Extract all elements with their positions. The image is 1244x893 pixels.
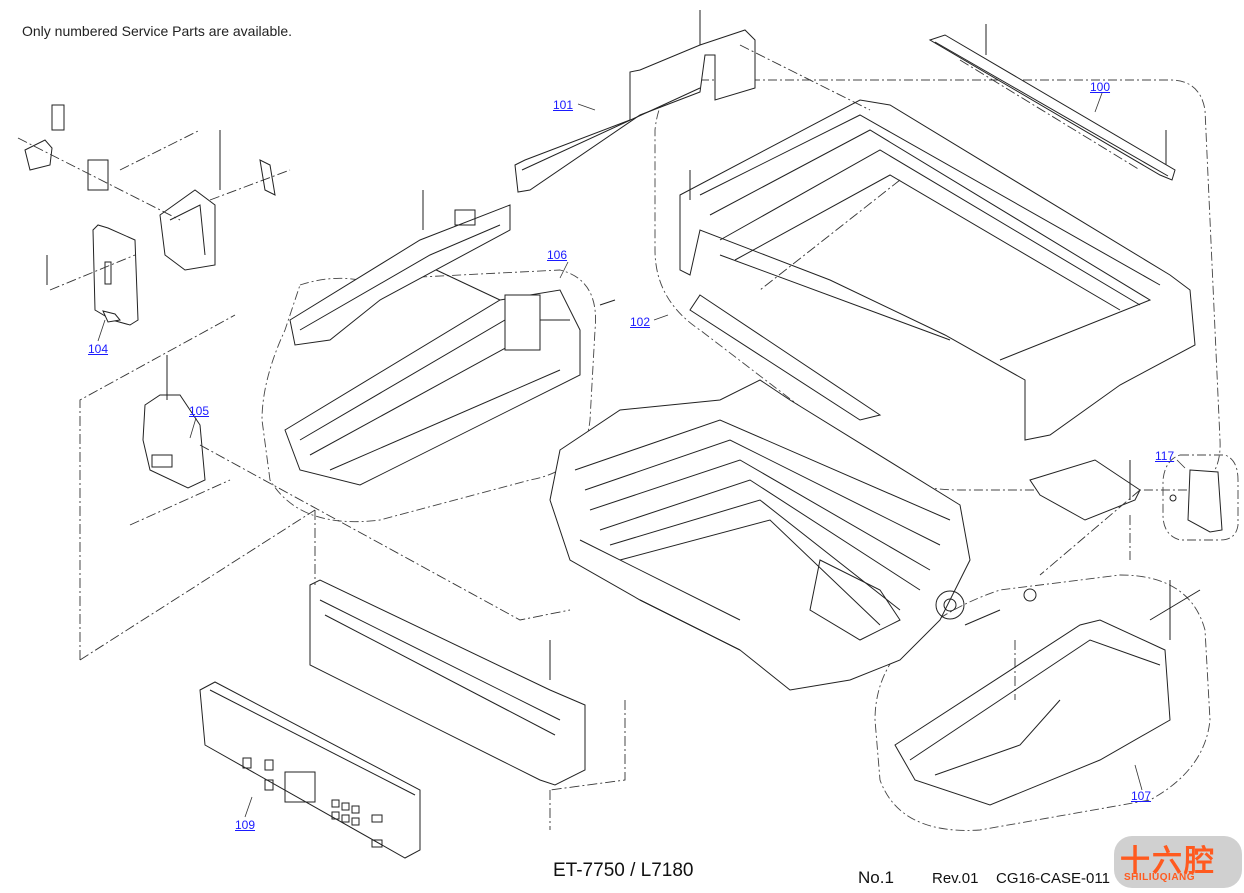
callout-104[interactable]: 104 bbox=[88, 342, 109, 356]
callout-117[interactable]: 117 bbox=[1155, 449, 1175, 463]
watermark-background bbox=[1114, 836, 1242, 888]
printer-mechanism bbox=[549, 379, 971, 691]
callout-106[interactable]: 106 bbox=[547, 248, 568, 262]
guide-line bbox=[959, 59, 1141, 171]
guide-line bbox=[1039, 489, 1141, 576]
part-102-upper-housing bbox=[679, 99, 1196, 441]
guide-line bbox=[79, 509, 316, 661]
part-117-cover bbox=[1169, 469, 1223, 533]
part-104-cover bbox=[46, 224, 139, 326]
main-board bbox=[289, 190, 511, 346]
part-106-left-housing bbox=[284, 259, 616, 486]
guide-line bbox=[739, 44, 871, 111]
part-109-front-panel bbox=[199, 681, 421, 859]
guide-line bbox=[79, 314, 236, 660]
callout-107[interactable]: 107 bbox=[1131, 789, 1152, 803]
group-outline-107 bbox=[874, 574, 1211, 831]
diagram-code: CG16-CASE-011 bbox=[996, 870, 1110, 887]
watermark-chinese-text: 十六腔 bbox=[1120, 844, 1216, 879]
bracket-assembly bbox=[17, 104, 291, 271]
leader-101 bbox=[577, 103, 596, 111]
leader-100 bbox=[1094, 92, 1103, 113]
watermark-logo: 十六腔 SHILIUQIANG bbox=[1110, 832, 1244, 890]
callout-100[interactable]: 100 bbox=[1090, 80, 1111, 94]
part-107-right-housing bbox=[894, 580, 1201, 806]
revision: Rev.01 bbox=[932, 870, 979, 887]
model-name: ET-7750 / L7180 bbox=[553, 860, 694, 881]
callout-109[interactable]: 109 bbox=[235, 818, 256, 832]
service-parts-note: Only numbered Service Parts are availabl… bbox=[22, 23, 293, 39]
leader-117 bbox=[1176, 459, 1186, 469]
callout-101[interactable]: 101 bbox=[553, 98, 574, 112]
tray-bracket bbox=[1029, 459, 1141, 560]
guide-line bbox=[549, 700, 626, 791]
leader-107 bbox=[1134, 764, 1143, 791]
callout-102[interactable]: 102 bbox=[630, 315, 651, 329]
leader-104 bbox=[97, 319, 106, 342]
front-frame bbox=[309, 579, 586, 786]
watermark-english-text: SHILIUQIANG bbox=[1124, 872, 1196, 883]
group-outline-106 bbox=[261, 269, 596, 523]
leader-102 bbox=[653, 314, 669, 321]
guide-line bbox=[759, 179, 901, 291]
part-100-rail bbox=[928, 24, 1176, 181]
leader-106 bbox=[559, 261, 569, 279]
guide-line bbox=[199, 444, 571, 621]
part-101-side-cover bbox=[514, 10, 756, 193]
part-105-cover bbox=[129, 355, 231, 526]
page-number: No.1 bbox=[858, 868, 894, 887]
callout-105[interactable]: 105 bbox=[189, 404, 210, 418]
leader-105 bbox=[189, 417, 197, 439]
group-outline-117 bbox=[1162, 454, 1239, 541]
leader-109 bbox=[244, 796, 253, 818]
